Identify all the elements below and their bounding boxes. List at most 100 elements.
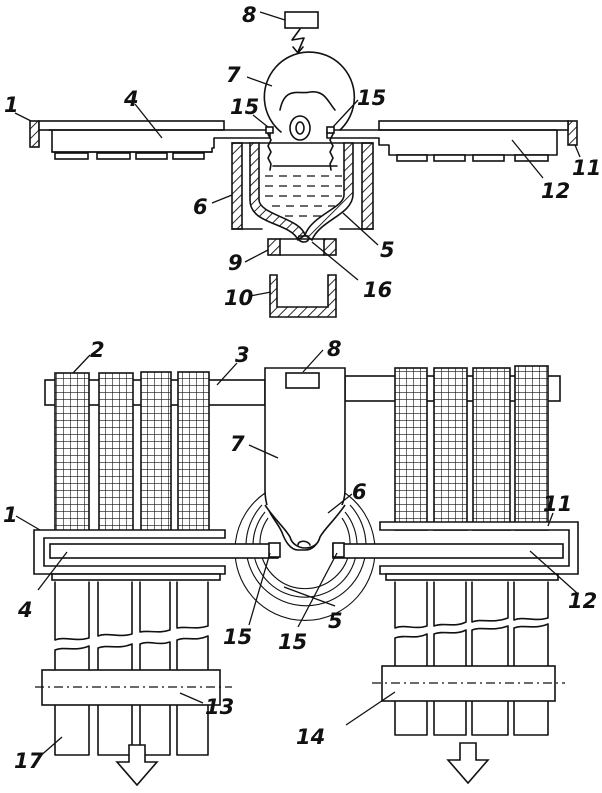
mold-cell: [96, 152, 131, 160]
melt-liquid: [265, 165, 342, 217]
crucible-wall-right: [304, 142, 354, 242]
label-16: 16: [363, 278, 392, 302]
lightning-icon: [291, 28, 305, 53]
label-10: 10: [224, 286, 253, 310]
strip: [176, 581, 209, 756]
plate-left: [49, 543, 279, 559]
leader-line: [259, 11, 286, 21]
electrode-right: [332, 542, 345, 558]
ring: [245, 504, 367, 607]
leader-line: [179, 692, 204, 704]
label-6: 6: [193, 195, 208, 219]
label-2: 2: [90, 338, 105, 362]
label-7: 7: [226, 63, 241, 87]
leader-line: [14, 112, 32, 122]
strips-right: [394, 581, 549, 736]
leader-line: [244, 249, 269, 263]
electrode-clamp-left: [265, 126, 274, 134]
label-5: 5: [380, 238, 395, 262]
down-arrow-icon: [115, 744, 159, 787]
frame-post-left: [29, 120, 40, 148]
leader-line: [216, 362, 238, 386]
leader-line: [297, 552, 338, 628]
vessel-neck: [264, 504, 346, 549]
frame-post-right: [567, 120, 578, 146]
leader-line: [248, 444, 279, 459]
mold-cell: [172, 152, 205, 160]
mesh-belt: [433, 367, 468, 531]
label-8: 8: [327, 337, 342, 361]
electrode-left: [267, 127, 272, 171]
leader-line: [252, 114, 269, 128]
mesh-belt: [54, 372, 90, 532]
label-11: 11: [543, 492, 572, 516]
vessel-nozzle-inner: [295, 121, 305, 135]
leader-line: [249, 291, 272, 297]
label-4: 4: [123, 87, 139, 111]
mesh-belt: [140, 371, 172, 532]
label-13: 13: [205, 695, 234, 719]
leader-line: [327, 493, 353, 514]
heater-wall-right: [361, 142, 374, 230]
strip: [394, 581, 428, 736]
strip: [97, 581, 133, 756]
vessel-sphere: [263, 51, 356, 133]
control-unit-box: [285, 372, 320, 389]
mesh-belt: [472, 367, 511, 531]
plan-labels: 2 3 8 7 6 1 4 11 12 15 15 5 13: [3, 337, 597, 773]
label-15-right: 15: [278, 630, 307, 654]
label-6: 6: [352, 480, 367, 504]
vessel-inner-curve: [279, 91, 336, 111]
label-12: 12: [541, 179, 570, 203]
leader-line: [547, 512, 554, 527]
plate-right: [326, 129, 558, 156]
mold-row-left: [54, 152, 205, 160]
mesh-belts-left: [54, 371, 210, 532]
strip: [471, 581, 509, 736]
electrode-right: [329, 127, 334, 171]
plate-left-base: [51, 573, 221, 581]
label-1: 1: [3, 503, 18, 527]
strip: [54, 581, 90, 756]
section-view: 8 7 1 4 15 15 11 12 6 5 9 16 10: [4, 3, 601, 318]
leader-line: [72, 354, 91, 374]
label-5: 5: [328, 609, 343, 633]
label-7: 7: [230, 432, 245, 456]
label-14: 14: [296, 725, 325, 749]
plan-view: 2 3 8 7 6 1 4 11 12 15 15 5 13: [3, 337, 597, 787]
mesh-belt: [394, 367, 428, 531]
label-4: 4: [17, 598, 33, 622]
mesh-belts-right: [394, 365, 549, 531]
plate-left: [48, 129, 271, 153]
strip: [513, 581, 549, 736]
mold-cell: [54, 152, 89, 160]
heater-wall-left: [231, 142, 243, 230]
leader-line: [134, 103, 163, 139]
label-9: 9: [228, 251, 243, 275]
label-15-right: 15: [357, 86, 386, 110]
label-1: 1: [4, 93, 19, 117]
mold-cell: [135, 152, 168, 160]
cooler-outline: [279, 238, 325, 256]
vessel-spout: [297, 540, 311, 546]
mesh-belt: [177, 371, 210, 532]
mold-cell: [396, 154, 428, 162]
label-11: 11: [572, 156, 601, 180]
ring: [234, 492, 376, 621]
frame-rail-left: [38, 120, 225, 131]
leader-line: [302, 349, 324, 373]
label-12: 12: [568, 589, 597, 613]
leader-line: [332, 99, 359, 128]
leader-line: [283, 586, 336, 607]
mold-cell: [514, 154, 549, 162]
electrode-clamp-right: [326, 126, 335, 134]
leader-line: [15, 515, 41, 531]
plate-right-base: [385, 573, 559, 581]
label-17: 17: [14, 749, 44, 773]
section-labels: 8 7 1 4 15 15 11 12 6 5 9 16 10: [4, 3, 601, 310]
leader-line: [211, 194, 233, 204]
down-arrow-icon: [446, 742, 490, 785]
label-8: 8: [242, 3, 257, 27]
strip: [433, 581, 467, 736]
